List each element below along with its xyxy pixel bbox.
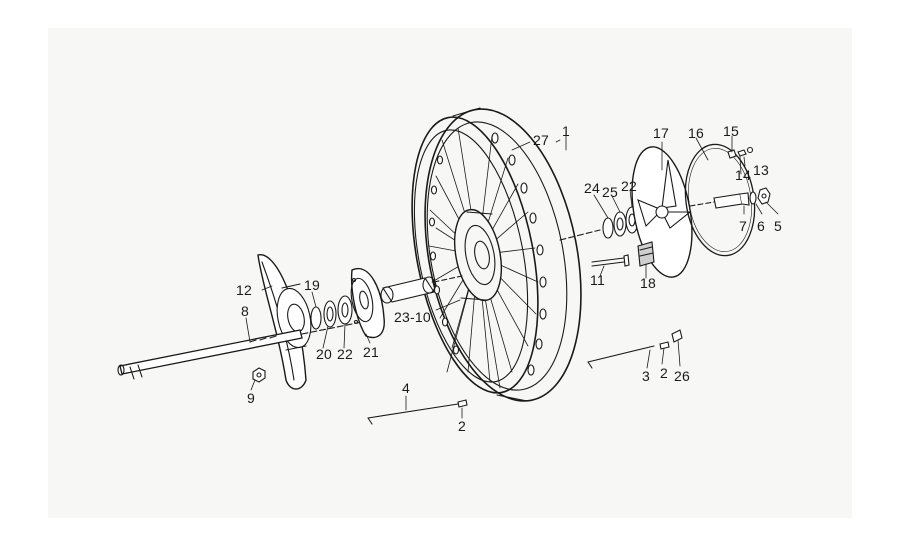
callout-27: 27 bbox=[533, 132, 549, 148]
brake-backing-plate bbox=[257, 254, 312, 390]
hub-flange bbox=[350, 267, 385, 339]
callout-17: 17 bbox=[653, 125, 669, 141]
hub-block bbox=[637, 241, 655, 267]
callout-3: 3 bbox=[642, 368, 650, 384]
bearing-seal-group bbox=[310, 295, 353, 330]
callout-24: 24 bbox=[584, 180, 600, 196]
wheel-axle bbox=[117, 319, 373, 380]
callout-21: 21 bbox=[363, 344, 379, 360]
small-screw-group bbox=[727, 146, 754, 159]
right-spacers bbox=[559, 206, 639, 241]
long-bolt bbox=[591, 254, 630, 267]
right-fasteners bbox=[689, 187, 771, 209]
callout-1: 1 bbox=[562, 123, 570, 139]
wheel-rim bbox=[411, 107, 582, 402]
callout-6: 6 bbox=[757, 218, 765, 234]
callout-15: 15 bbox=[723, 123, 739, 139]
callout-16: 16 bbox=[688, 125, 704, 141]
spoke-with-nipple-right bbox=[587, 329, 683, 369]
callout-23-10: 23-10 bbox=[394, 309, 431, 325]
callout-25: 25 bbox=[602, 184, 618, 200]
callout-12: 12 bbox=[236, 282, 252, 298]
callout-19: 19 bbox=[304, 277, 320, 293]
rim-spoke-holes bbox=[428, 132, 547, 376]
callout-22-right: 22 bbox=[621, 178, 637, 194]
callout-7: 7 bbox=[739, 218, 747, 234]
callout-4: 4 bbox=[402, 380, 410, 396]
wheel-hub bbox=[453, 208, 503, 302]
leader-lines bbox=[245, 129, 779, 419]
callout-14: 14 bbox=[735, 167, 751, 183]
callout-22-left: 22 bbox=[337, 346, 353, 362]
callout-18: 18 bbox=[640, 275, 656, 291]
callout-9: 9 bbox=[247, 390, 255, 406]
spacer-tube bbox=[380, 275, 463, 304]
callout-20: 20 bbox=[316, 346, 332, 362]
callout-2-right: 2 bbox=[660, 365, 668, 381]
callout-8: 8 bbox=[241, 303, 249, 319]
spoke-with-nipple-left bbox=[367, 399, 468, 425]
callout-11: 11 bbox=[590, 272, 605, 288]
callout-5: 5 bbox=[774, 218, 782, 234]
drawing-sheet bbox=[48, 28, 852, 518]
callout-13: 13 bbox=[753, 162, 769, 178]
callout-26: 26 bbox=[674, 368, 690, 384]
axle-nut bbox=[252, 367, 266, 383]
callout-2-lower: 2 bbox=[458, 418, 466, 434]
